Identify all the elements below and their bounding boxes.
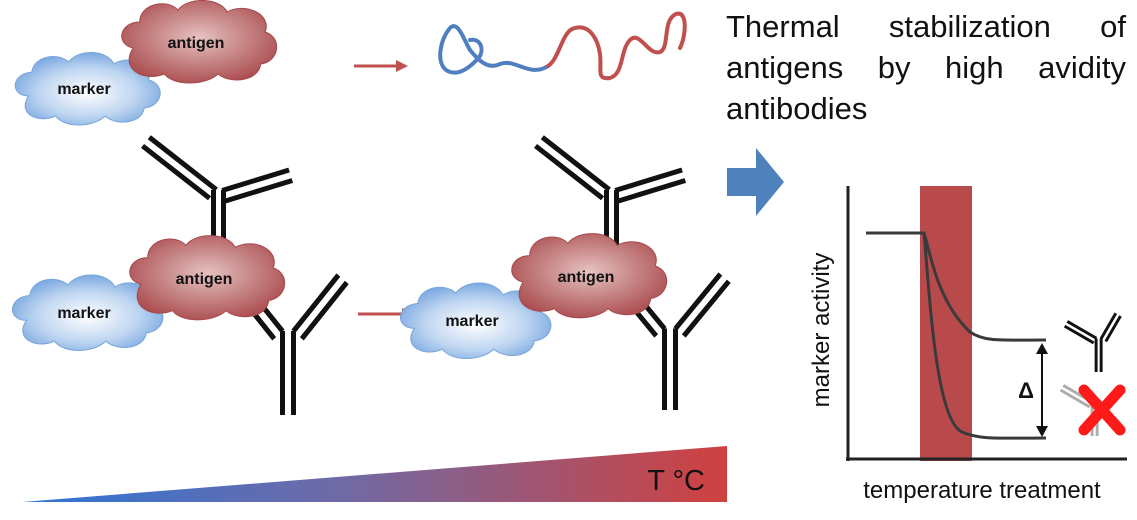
bound-complex-right: marker antigen [399,135,731,410]
bound-complex-left: marker antigen [11,135,349,415]
antigen-cloud-top: antigen [121,0,278,84]
curve-without-antibody [922,232,1047,440]
delta-label: Δ [1018,378,1034,403]
x-axis-label: temperature treatment [863,477,1101,504]
marker-cloud-top: marker [14,51,161,126]
delta-arrow [1036,343,1048,437]
y-axis-label: marker activity [808,253,835,408]
antigen-label: antigen [168,35,225,52]
heat-band [920,186,972,461]
marker-cloud-right: marker [399,282,552,360]
antigen-label: antigen [176,271,233,288]
antibody-icon [1063,312,1122,372]
diagram-title: Thermal stabilization of antigens by hig… [726,9,1126,126]
antigen-cloud-right: antigen [511,233,668,319]
denatured-protein-icon [438,11,687,81]
marker-cloud-left: marker [11,274,164,352]
red-cross-icon [1078,384,1126,436]
marker-label: marker [57,305,110,322]
antigen-label: antigen [558,269,615,286]
free-complex: marker antigen [14,0,278,126]
antigen-cloud-left: antigen [129,235,286,321]
antibody-icon [141,135,294,250]
marker-label: marker [445,313,498,330]
temperature-label: T °C [647,465,705,497]
arrow-right-icon [354,60,408,72]
curve-with-antibody [866,231,1047,342]
marker-label: marker [57,81,110,98]
activity-graph: Δ marker activity temperature treatment [808,186,1127,504]
crossed-antibody-icon [1059,384,1126,436]
block-arrow-right-icon [727,148,784,216]
temperature-gradient: T °C [22,446,727,502]
antibody-icon [534,135,687,250]
